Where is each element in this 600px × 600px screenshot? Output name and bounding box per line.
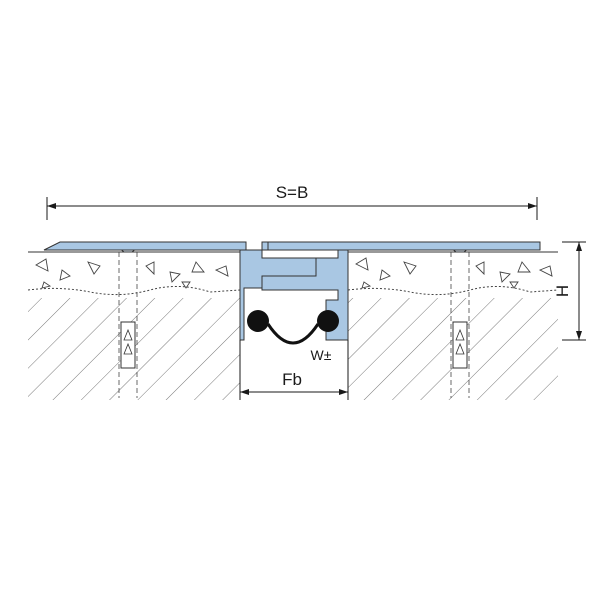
height-arrow-top <box>576 242 582 251</box>
left-substrate <box>27 251 241 400</box>
elastomer-seal <box>247 310 339 345</box>
overall-width-label: S=B <box>276 183 309 202</box>
right-bedding-line <box>347 286 559 296</box>
right-profile-flange <box>267 241 541 251</box>
right-seal-bulb <box>317 310 339 332</box>
joint-width-label: Fb <box>282 370 302 389</box>
overall-width-arrow-right <box>528 203 537 209</box>
dimension-height: H <box>553 241 586 341</box>
left-aggregate <box>35 258 229 289</box>
joint-width-arrow-left <box>240 389 249 395</box>
dimension-joint-width: Fb <box>239 340 349 400</box>
movement-label: W± <box>311 347 332 363</box>
height-label: H <box>553 285 572 297</box>
right-aggregate <box>355 257 553 289</box>
left-bedding-line <box>27 286 241 296</box>
seal-loop <box>266 323 320 345</box>
left-profile-flange <box>43 241 269 253</box>
height-arrow-bottom <box>576 331 582 340</box>
overall-width-arrow-left <box>47 203 56 209</box>
left-seal-bulb <box>247 310 269 332</box>
joint-width-arrow-right <box>339 389 348 395</box>
dimension-overall-width: S=B <box>46 183 538 220</box>
